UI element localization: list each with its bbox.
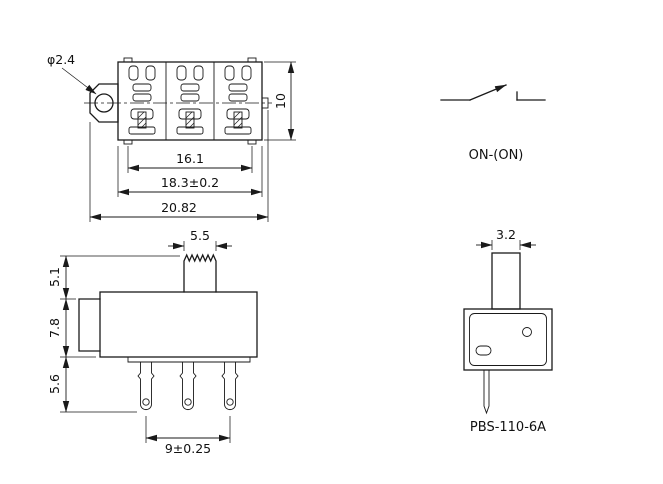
- rivet-hole: [522, 327, 532, 337]
- dim-knob-width-label: 5.5: [190, 228, 210, 243]
- terminal-pins: [137, 362, 239, 411]
- dim-terminal-span-label: 9±0.25: [165, 441, 211, 456]
- dim-width-inner-label: 16.1: [176, 151, 204, 166]
- terminal-pin: [483, 370, 490, 415]
- actuator: [491, 252, 521, 310]
- extension-lines: [60, 255, 180, 413]
- leader-line: [61, 67, 97, 95]
- dim-body-height-label: 10: [273, 93, 288, 109]
- dim-terminal-length-label: 5.6: [47, 374, 62, 394]
- front-view-dimensions: 3.2: [476, 227, 536, 250]
- side-view-body: [99, 291, 258, 358]
- top-view: φ2.4 10 16.1 18.3±0.2 20.82: [47, 52, 296, 222]
- front-view-body: [463, 308, 553, 371]
- side-slot: [475, 345, 492, 356]
- terminal-section: [176, 65, 204, 135]
- model-number-label: PBS-110-6A: [470, 420, 546, 435]
- side-view-dimensions: 5.5 5.1 7.8 5.6 9±0.25: [47, 228, 232, 456]
- dim-width-overall-label: 20.82: [161, 200, 197, 215]
- extension-lines: [145, 416, 231, 443]
- extension-lines: [89, 110, 269, 222]
- dim-actuator-height-label: 5.1: [47, 267, 62, 287]
- top-tab: [247, 57, 257, 63]
- extension-lines: [117, 146, 263, 197]
- side-view: 5.5 5.1 7.8 5.6 9±0.25: [47, 228, 258, 456]
- body-inner-cover: [469, 313, 547, 366]
- dim-hole-diameter-label: φ2.4: [47, 52, 75, 67]
- dim-body-height-label: 7.8: [47, 318, 62, 338]
- slide-knob: [183, 253, 217, 293]
- terminal-section: [128, 65, 156, 135]
- schematic-symbol: ON-(ON): [440, 84, 546, 163]
- terminal-section: [224, 65, 252, 135]
- base-step: [127, 357, 251, 363]
- section-dividers: [165, 62, 215, 140]
- mounting-ear: [89, 83, 119, 123]
- top-tab: [123, 57, 133, 63]
- bottom-tab: [247, 139, 257, 145]
- switch-lever: [469, 84, 507, 101]
- dim-actuator-width-label: 3.2: [496, 227, 516, 242]
- top-view-dimensions: φ2.4 10 16.1 18.3±0.2 20.82: [47, 52, 296, 222]
- mounting-flange: [78, 298, 101, 352]
- dim-width-body-label: 18.3±0.2: [161, 175, 219, 190]
- bottom-tab: [123, 139, 133, 145]
- circuit-function-label: ON-(ON): [469, 148, 524, 163]
- front-view: 3.2 PBS-110-6A: [463, 227, 553, 435]
